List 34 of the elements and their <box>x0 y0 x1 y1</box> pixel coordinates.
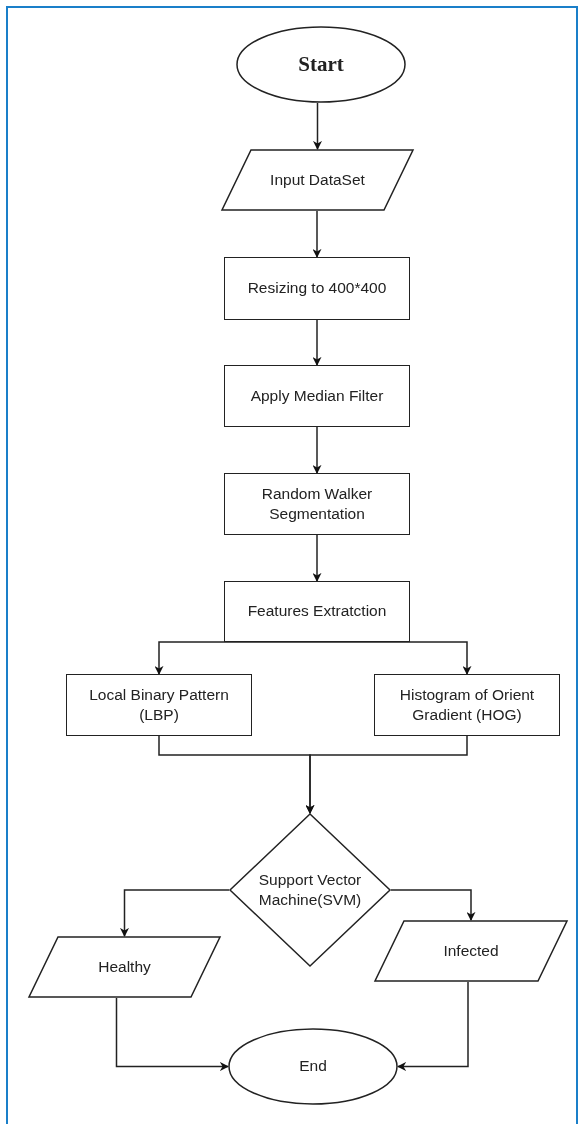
process-box <box>66 674 252 736</box>
node-label: Apply Median Filter <box>249 385 385 406</box>
node-label: Input DataSet <box>269 169 366 190</box>
arrow <box>305 735 468 814</box>
node-label: Support Vector Machine(SVM) <box>257 869 363 910</box>
process-box <box>224 473 410 535</box>
data-parallelogram <box>374 920 568 982</box>
process-box <box>374 674 560 736</box>
node-label: Infected <box>442 940 500 961</box>
arrow <box>115 997 229 1071</box>
node-label: Resizing to 400*400 <box>246 278 388 299</box>
node-label: Random Walker Segmentation <box>260 483 374 524</box>
node-label: Features Extratction <box>246 601 388 622</box>
arrow <box>120 889 230 937</box>
node-label: End <box>298 1056 328 1077</box>
arrow <box>312 319 322 366</box>
decision-diamond <box>229 813 391 967</box>
node-label: Start <box>297 50 345 78</box>
arrow <box>312 426 322 474</box>
arrow <box>313 102 322 150</box>
arrow <box>390 889 476 921</box>
data-parallelogram <box>221 149 414 211</box>
node-label: Local Binary Pattern (LBP) <box>88 684 230 725</box>
process-box <box>224 365 410 427</box>
node-label: Healthy <box>97 956 152 977</box>
process-box <box>224 257 410 320</box>
arrow <box>312 534 322 582</box>
arrow <box>397 981 469 1071</box>
arrow <box>312 210 322 258</box>
terminal-ellipse <box>236 26 406 103</box>
terminal-ellipse <box>228 1028 398 1105</box>
process-box <box>224 581 410 642</box>
data-parallelogram <box>28 936 221 998</box>
node-label: Histogram of Orient Gradient (HOG) <box>398 684 536 725</box>
